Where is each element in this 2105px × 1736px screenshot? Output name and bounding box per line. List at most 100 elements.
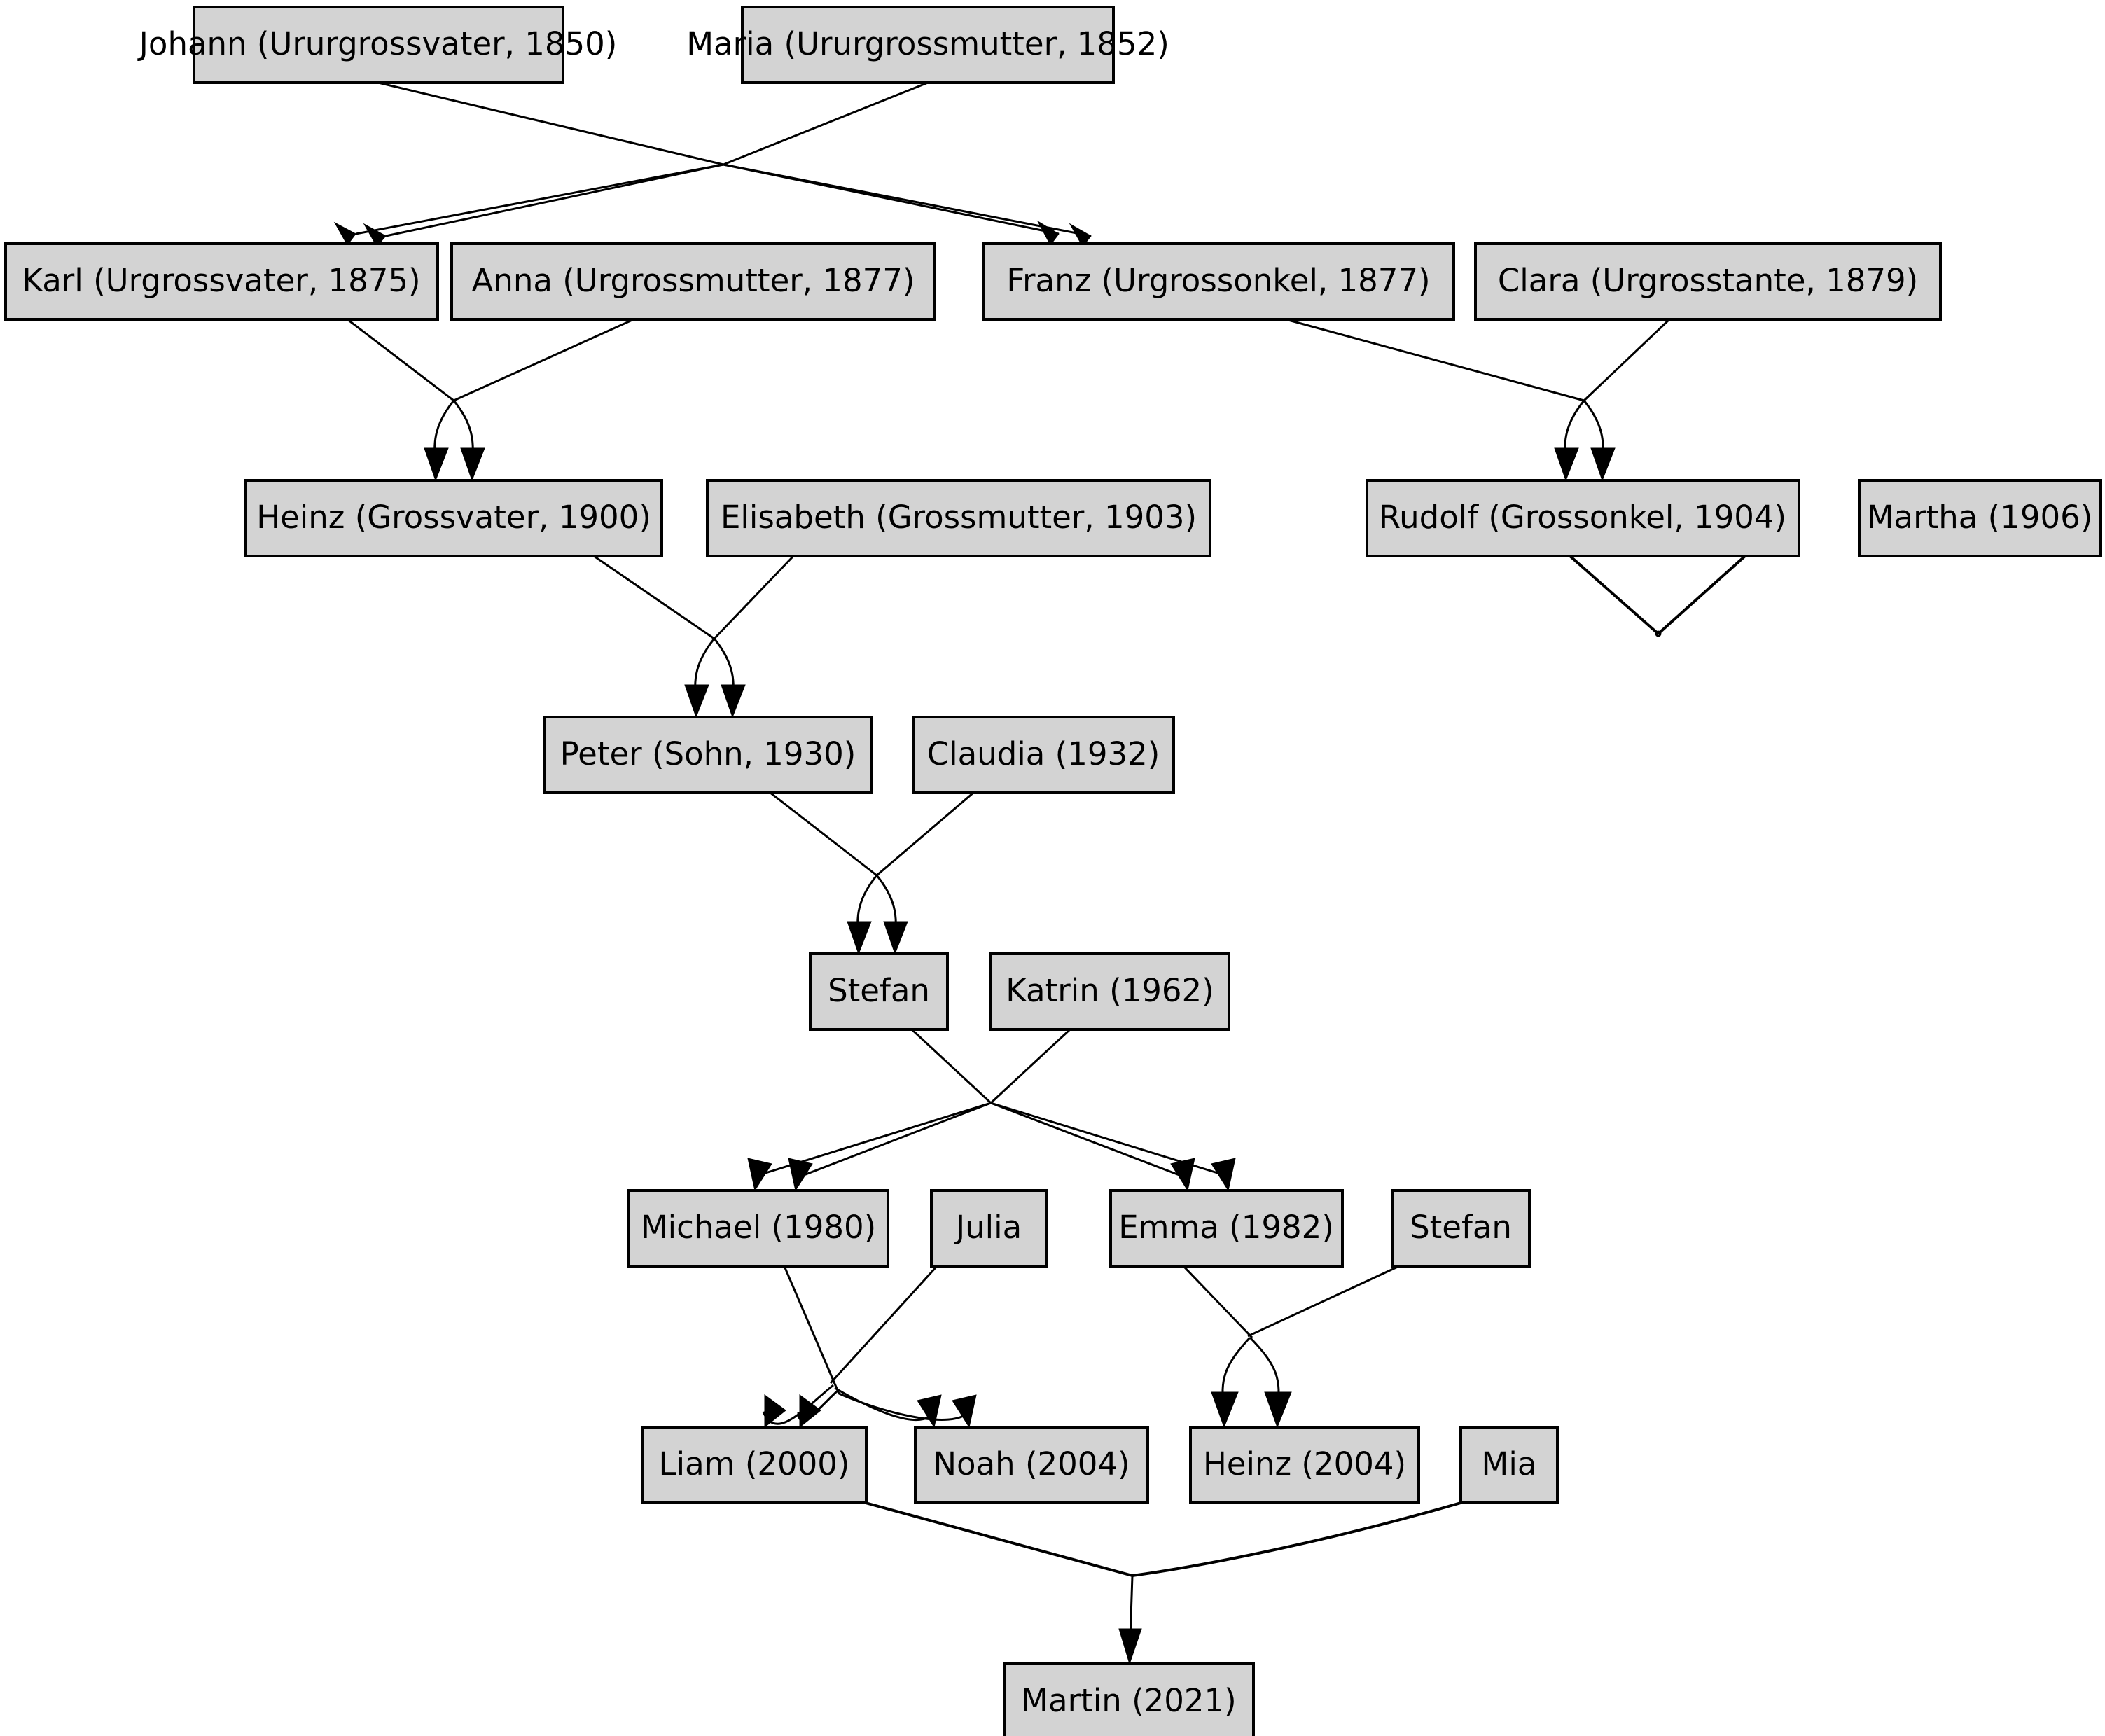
node-franz[interactable]: Franz (Urgrossonkel, 1877) bbox=[982, 242, 1455, 321]
edge-liam-to-jointJ bbox=[865, 1501, 1133, 1577]
node-clara[interactable]: Clara (Urgrosstante, 1879) bbox=[1474, 242, 1942, 321]
node-box-elisabeth[interactable] bbox=[706, 479, 1211, 557]
arrowhead-martin bbox=[1118, 1628, 1142, 1665]
edge-jointG-to-michael-2 bbox=[803, 1102, 992, 1176]
node-michael[interactable]: Michael (1980) bbox=[627, 1189, 889, 1268]
node-noah[interactable]: Noah (2004) bbox=[914, 1426, 1149, 1504]
arrowhead-heinz-2 bbox=[460, 447, 485, 482]
node-label-johann: Johann (Ururgrossvater, 1850) bbox=[137, 25, 618, 62]
node-label-clara: Clara (Urgrosstante, 1879) bbox=[1498, 262, 1918, 299]
edge-jointA-to-franz-2 bbox=[723, 163, 1092, 237]
node-label-karl: Karl (Urgrossvater, 1875) bbox=[22, 262, 420, 299]
arrowhead-rudolf-2 bbox=[1590, 447, 1616, 482]
arrowhead-michael-1 bbox=[747, 1158, 772, 1192]
node-box-emma[interactable] bbox=[1109, 1189, 1344, 1268]
node-label-claudia: Claudia (1932) bbox=[927, 735, 1160, 772]
node-box-heinz2004[interactable] bbox=[1189, 1426, 1420, 1504]
arrowhead-stefan1-1 bbox=[847, 921, 872, 955]
node-label-rudolf: Rudolf (Grossonkel, 1904) bbox=[1379, 499, 1786, 536]
node-emma[interactable]: Emma (1982) bbox=[1109, 1189, 1344, 1268]
edge-franz-to-jointC bbox=[1285, 318, 1585, 402]
node-box-peter[interactable] bbox=[543, 716, 873, 794]
arrowhead-franz-2 bbox=[1069, 223, 1092, 247]
edge-julia-to-jointH bbox=[829, 1265, 938, 1384]
node-box-michael[interactable] bbox=[627, 1189, 889, 1268]
node-box-franz[interactable] bbox=[982, 242, 1455, 321]
node-heinz[interactable]: Heinz (Grossvater, 1900) bbox=[244, 479, 663, 557]
node-box-rudolf[interactable] bbox=[1366, 479, 1800, 557]
arrowhead-peter-2 bbox=[721, 684, 746, 718]
edge-emma-to-jointI bbox=[1182, 1265, 1253, 1339]
node-box-martin[interactable] bbox=[1003, 1662, 1255, 1736]
node-heinz2004[interactable]: Heinz (2004) bbox=[1189, 1426, 1420, 1504]
edge-jointG-to-emma-1 bbox=[990, 1102, 1180, 1176]
node-box-stefan2[interactable] bbox=[1391, 1189, 1531, 1268]
edge-clara-to-jointC bbox=[1583, 318, 1671, 402]
edge-stefan2-to-jointI bbox=[1247, 1265, 1400, 1338]
node-mia[interactable]: Mia bbox=[1459, 1426, 1559, 1504]
edge-johann-to-jointA bbox=[377, 81, 724, 166]
node-katrin[interactable]: Katrin (1962) bbox=[989, 952, 1230, 1031]
arrowhead-noah-1 bbox=[917, 1394, 942, 1429]
node-label-michael: Michael (1980) bbox=[641, 1209, 876, 1246]
edge-jointA-to-karl-1 bbox=[385, 163, 724, 237]
node-maria[interactable]: Maria (Ururgrossmutter, 1852) bbox=[686, 6, 1169, 84]
arrowhead-liam-1 bbox=[764, 1394, 786, 1429]
node-stefan2[interactable]: Stefan bbox=[1391, 1189, 1531, 1268]
node-box-karl[interactable] bbox=[4, 242, 439, 321]
arrowhead-franz-1 bbox=[1036, 220, 1060, 246]
edge-maria-to-jointA bbox=[723, 81, 929, 166]
node-box-stefan1[interactable] bbox=[809, 952, 949, 1031]
arrowhead-karl-2 bbox=[333, 221, 356, 246]
node-julia[interactable]: Julia bbox=[930, 1189, 1048, 1268]
node-box-maria[interactable] bbox=[741, 6, 1115, 84]
node-box-heinz[interactable] bbox=[244, 479, 663, 557]
node-martha[interactable]: Martha (1906) bbox=[1858, 479, 2102, 557]
joint-e-dot bbox=[1655, 630, 1662, 637]
node-box-anna[interactable] bbox=[450, 242, 936, 321]
node-label-maria: Maria (Ururgrossmutter, 1852) bbox=[686, 25, 1169, 62]
arrowhead-peter-1 bbox=[684, 684, 709, 718]
node-anna[interactable]: Anna (Urgrossmutter, 1877) bbox=[450, 242, 936, 321]
node-box-noah[interactable] bbox=[914, 1426, 1149, 1504]
node-label-noah: Noah (2004) bbox=[933, 1445, 1130, 1482]
arrowhead-stefan1-2 bbox=[883, 921, 908, 955]
node-box-martha[interactable] bbox=[1858, 479, 2102, 557]
node-label-mia: Mia bbox=[1482, 1445, 1537, 1482]
node-box-mia[interactable] bbox=[1459, 1426, 1559, 1504]
node-box-clara[interactable] bbox=[1474, 242, 1942, 321]
node-stefan1[interactable]: Stefan bbox=[809, 952, 949, 1031]
edge-jointJ-to-martin bbox=[1129, 1575, 1134, 1639]
node-peter[interactable]: Peter (Sohn, 1930) bbox=[543, 716, 873, 794]
node-label-katrin: Katrin (1962) bbox=[1006, 972, 1214, 1009]
node-label-heinz: Heinz (Grossvater, 1900) bbox=[256, 499, 651, 536]
node-box-katrin[interactable] bbox=[989, 952, 1230, 1031]
node-label-stefan2: Stefan bbox=[1410, 1209, 1512, 1246]
node-label-franz: Franz (Urgrossonkel, 1877) bbox=[1006, 262, 1430, 299]
node-box-johann[interactable] bbox=[193, 6, 564, 84]
node-johann[interactable]: Johann (Ururgrossvater, 1850) bbox=[137, 6, 618, 84]
node-box-julia[interactable] bbox=[930, 1189, 1048, 1268]
edge-elisabeth-to-jointD bbox=[713, 555, 795, 640]
node-claudia[interactable]: Claudia (1932) bbox=[912, 716, 1175, 794]
node-label-martin: Martin (2021) bbox=[1021, 1682, 1237, 1719]
node-elisabeth[interactable]: Elisabeth (Grossmutter, 1903) bbox=[706, 479, 1211, 557]
arrowhead-noah-2 bbox=[952, 1394, 977, 1429]
edge-stefan1-to-jointG bbox=[910, 1028, 992, 1104]
arrowhead-emma-2 bbox=[1211, 1158, 1236, 1192]
node-label-emma: Emma (1982) bbox=[1118, 1209, 1334, 1246]
node-label-peter: Peter (Sohn, 1930) bbox=[560, 735, 856, 772]
edge-martha-to-jointE bbox=[1657, 555, 1746, 635]
arrowhead-michael-2 bbox=[788, 1158, 813, 1192]
edge-karl-to-jointB bbox=[347, 318, 454, 402]
node-box-liam[interactable] bbox=[641, 1426, 868, 1504]
node-label-heinz2004: Heinz (2004) bbox=[1203, 1445, 1406, 1482]
node-liam[interactable]: Liam (2000) bbox=[641, 1426, 868, 1504]
node-martin[interactable]: Martin (2021) bbox=[1003, 1662, 1255, 1736]
node-box-claudia[interactable] bbox=[912, 716, 1175, 794]
node-rudolf[interactable]: Rudolf (Grossonkel, 1904) bbox=[1366, 479, 1800, 557]
node-label-martha: Martha (1906) bbox=[1867, 499, 2093, 536]
node-karl[interactable]: Karl (Urgrossvater, 1875) bbox=[4, 242, 439, 321]
